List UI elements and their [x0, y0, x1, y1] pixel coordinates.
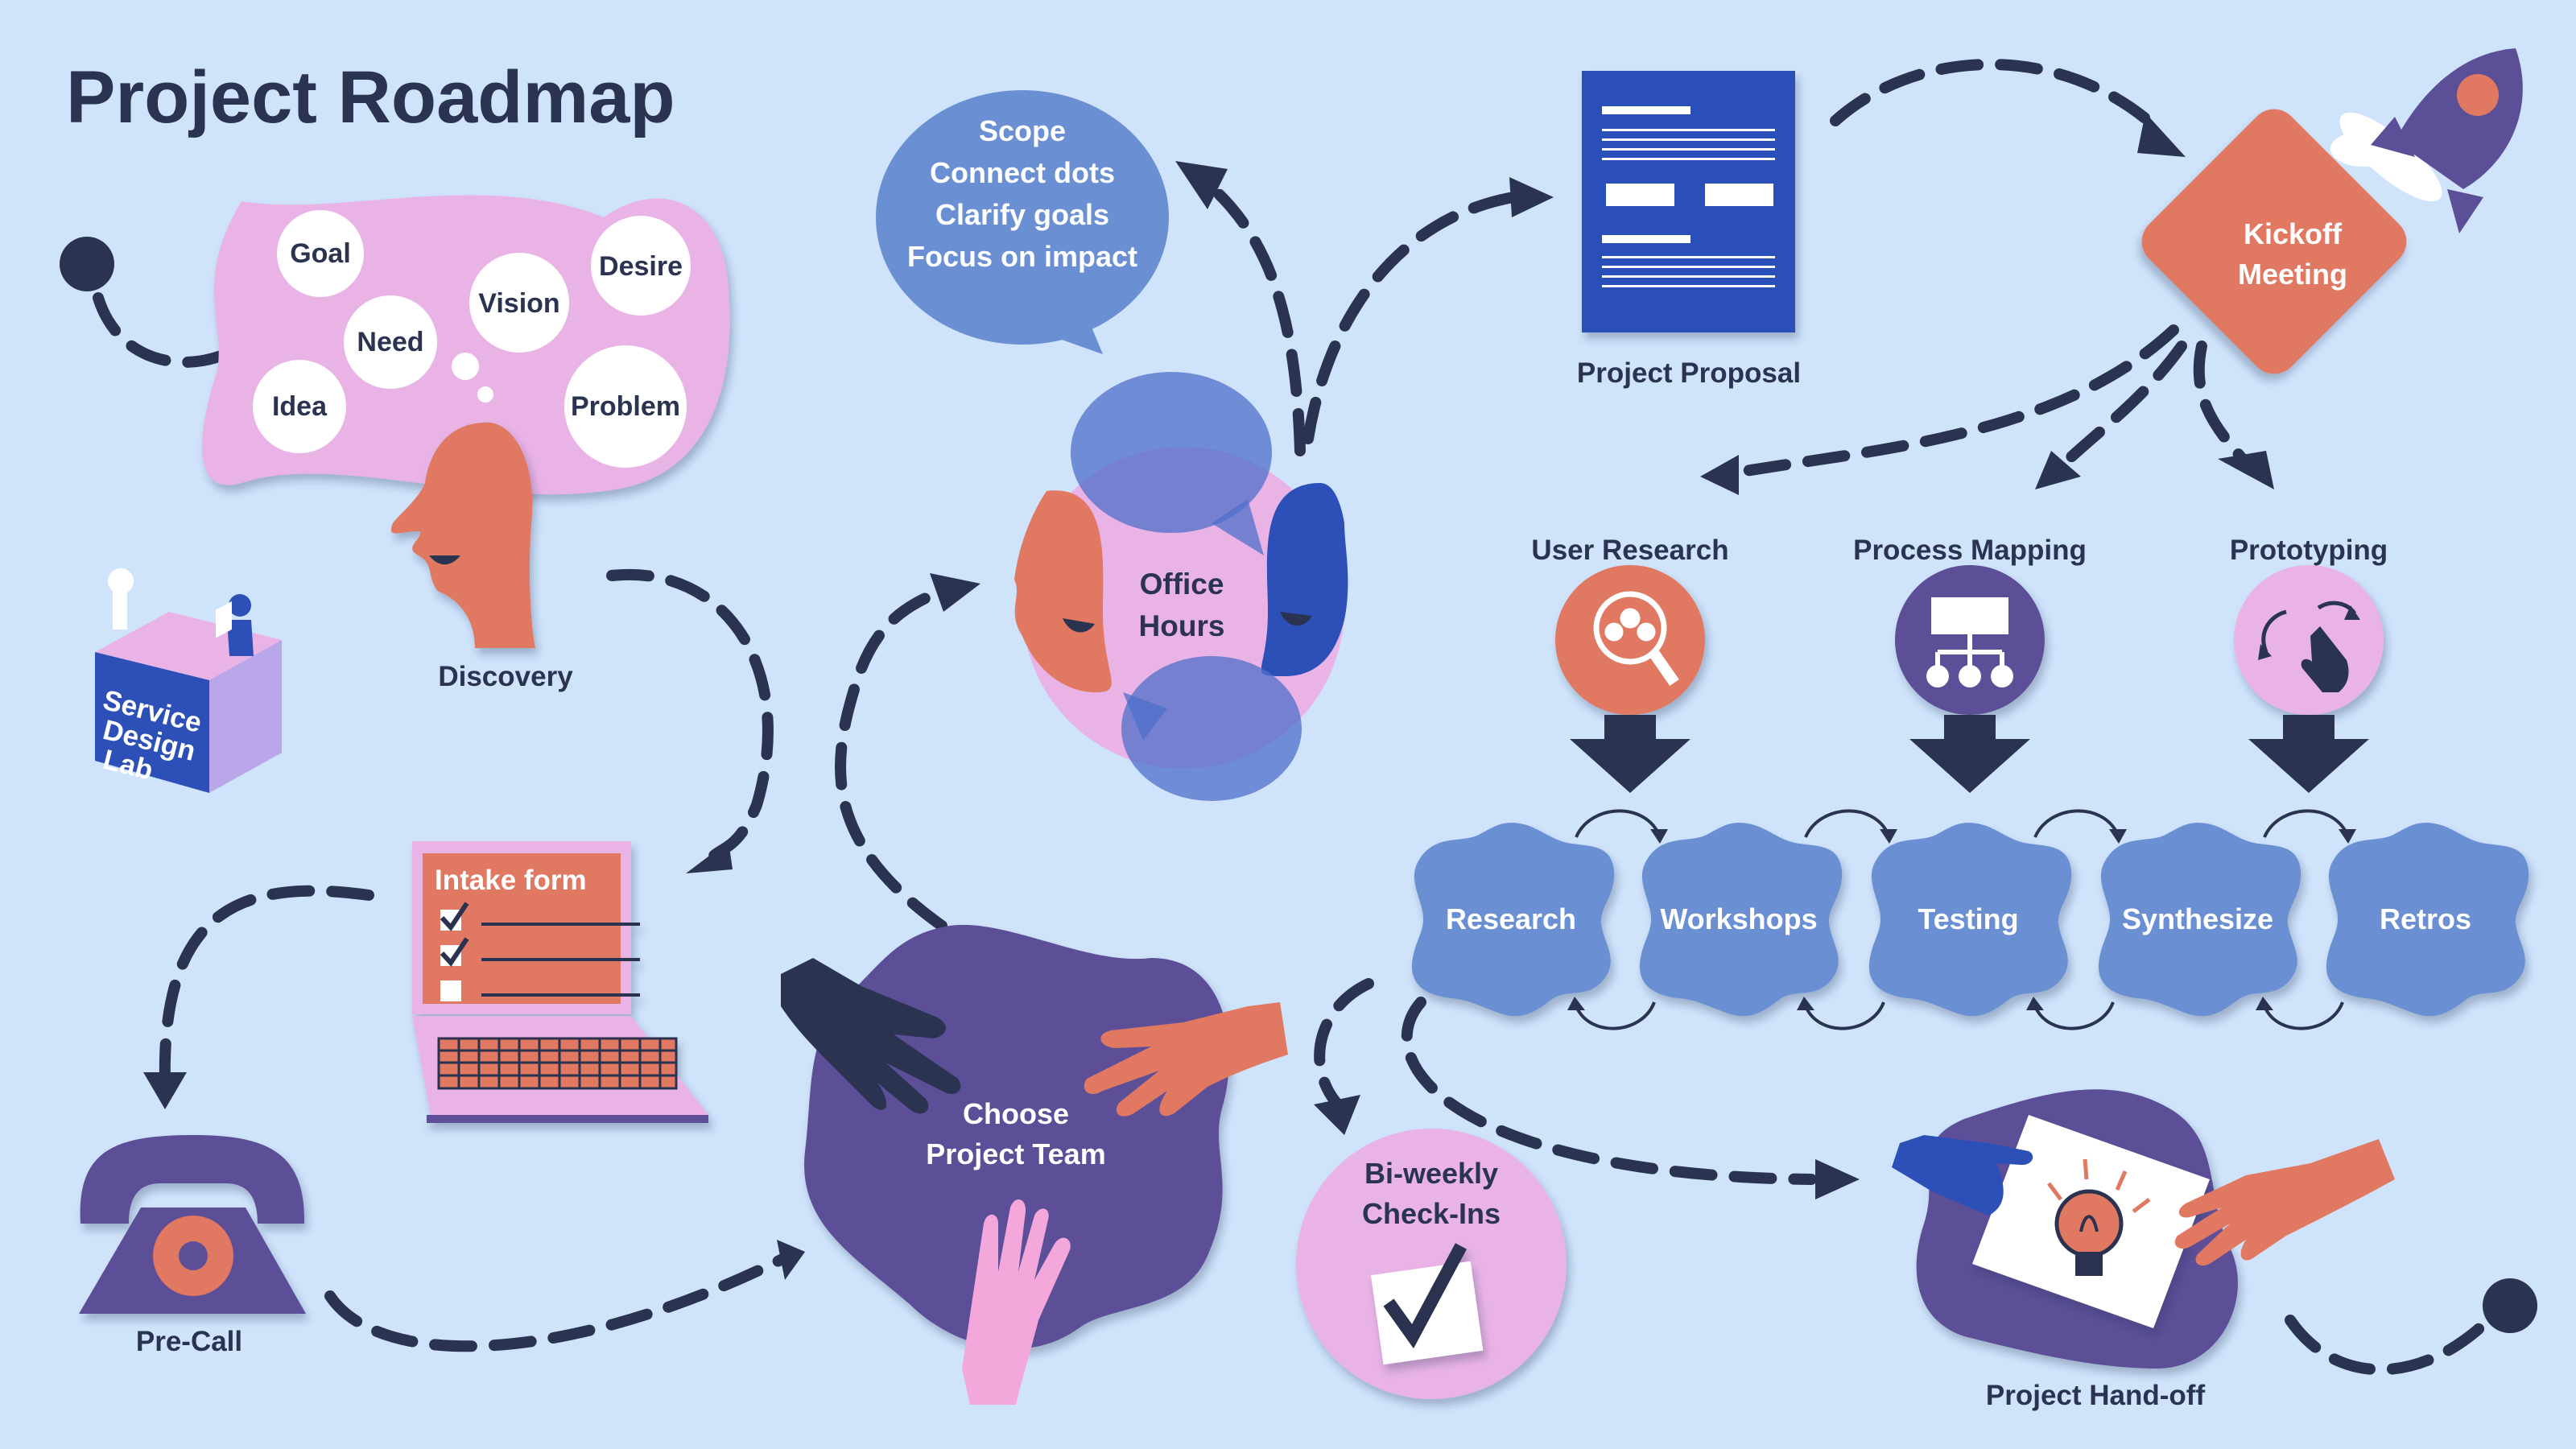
speech-line: Focus on impact	[907, 240, 1137, 273]
bubble-desire	[591, 216, 691, 316]
stage-workshops-label: Workshops	[1660, 902, 1817, 935]
checkins-label-line1: Bi-weekly	[1364, 1157, 1498, 1190]
speech-line: Connect dots	[930, 156, 1115, 189]
office-hours-section: Scope Connect dots Clarify goals Focus o…	[876, 90, 1348, 801]
stage-badge	[2326, 823, 2529, 1017]
telephone-icon	[79, 1135, 306, 1314]
thought-dot-large	[452, 353, 479, 380]
method-label: Process Mapping	[1853, 535, 2087, 566]
method-prototyping: Prototyping	[2230, 535, 2388, 793]
handoff-label: Project Hand-off	[1986, 1380, 2206, 1411]
kickoff-label-line2: Meeting	[2238, 258, 2347, 291]
checkins-circle	[1296, 1129, 1567, 1399]
checkins-label-line2: Check-Ins	[1362, 1197, 1501, 1230]
page-title: Project Roadmap	[66, 56, 675, 138]
project-proposal-section: Project Proposal	[1577, 71, 1801, 389]
stage-badge	[1868, 823, 2072, 1017]
hand-salmon-handoff-icon	[2174, 1139, 2395, 1266]
keyboard-keys	[437, 1037, 678, 1090]
office-hours-label-line2: Hours	[1139, 609, 1225, 642]
kickoff-label-line1: Kickoff	[2244, 217, 2343, 250]
stage-testing-label: Testing	[1918, 902, 2018, 935]
prototyping-circle	[2234, 565, 2384, 715]
bubble-goal	[277, 210, 364, 297]
discovery-label: Discovery	[438, 661, 573, 692]
speech-line: Clarify goals	[935, 198, 1109, 231]
service-design-lab-logo: Service Design Lab	[95, 568, 282, 793]
checkbox-list	[440, 902, 640, 1001]
idea-bubbles: Goal Desire Vision Need Idea Problem	[253, 210, 691, 468]
bubble-idea-label: Idea	[272, 391, 328, 422]
project-proposal-label: Project Proposal	[1577, 357, 1801, 389]
hand-blue-icon	[1892, 1135, 2033, 1216]
start-dot	[60, 237, 114, 291]
stage-badge	[1411, 823, 1615, 1017]
down-arrow	[2248, 715, 2369, 793]
kickoff-diamond	[2141, 109, 2407, 374]
bubble-need	[344, 295, 437, 389]
left-face-icon	[1014, 490, 1112, 692]
pre-call-label: Pre-Call	[136, 1326, 242, 1357]
choose-team-section: Choose Project Team	[781, 924, 1288, 1405]
method-user-research: User Research	[1531, 535, 1729, 793]
right-face-mouth	[1280, 612, 1312, 626]
bubble-idea	[253, 360, 346, 453]
down-arrow	[1570, 715, 1690, 793]
stage-research-label: Research	[1446, 902, 1576, 935]
rocket-window	[2457, 74, 2499, 116]
method-label: Prototyping	[2230, 535, 2388, 566]
flow-paths	[60, 59, 2537, 1376]
conversation-bubble-bottom	[1121, 656, 1302, 801]
thinker-head-icon	[390, 422, 535, 648]
pre-call-section: Pre-Call	[79, 1135, 306, 1357]
stage-badge	[2098, 823, 2301, 1017]
idea-paper-icon	[1972, 1115, 2210, 1328]
hand-pink-icon	[962, 1199, 1071, 1405]
speech-bubble-scope: Scope Connect dots Clarify goals Focus o…	[876, 90, 1169, 354]
bubble-vision-label: Vision	[478, 288, 559, 319]
right-face-icon	[1261, 483, 1348, 676]
bubble-goal-label: Goal	[290, 238, 351, 269]
left-face-mouth	[1063, 618, 1095, 633]
conversation-bubble-top	[1071, 372, 1272, 533]
checkbox-unchecked	[440, 980, 461, 1001]
hand-salmon-icon	[1084, 1002, 1288, 1117]
stage-badges	[1411, 823, 2529, 1017]
bubble-need-label: Need	[357, 327, 423, 357]
intake-form-laptop: Intake form	[412, 841, 708, 1123]
method-label: User Research	[1531, 535, 1728, 566]
stage-loop-arrowheads	[1567, 829, 2356, 1010]
hand-navy-icon	[781, 958, 961, 1114]
handoff-section: Project Hand-off	[1892, 1089, 2395, 1411]
bubble-vision	[469, 253, 569, 353]
kickoff-section: Kickoff Meeting	[2141, 48, 2523, 374]
stage-synthesize-label: Synthesize	[2122, 902, 2273, 935]
down-arrow	[1909, 715, 2030, 793]
stage-badge	[1639, 823, 1843, 1017]
org-chart-icon	[1926, 597, 2013, 687]
end-dot	[2483, 1278, 2537, 1333]
team-label-line1: Choose	[963, 1097, 1069, 1130]
thought-dot-small	[477, 386, 493, 402]
bubble-desire-label: Desire	[599, 251, 683, 282]
magnifier-people-icon	[1593, 591, 1679, 686]
user-research-circle	[1555, 565, 1705, 715]
checkins-section: Bi-weekly Check-Ins	[1296, 1129, 1567, 1399]
proposal-document-icon	[1582, 71, 1795, 332]
checkmark-box-icon	[1370, 1243, 1484, 1365]
discovery-section: Goal Desire Vision Need Idea Problem Dis…	[202, 195, 730, 692]
method-process-mapping: Process Mapping	[1853, 535, 2087, 793]
thinker-mouth	[429, 555, 460, 565]
bubble-problem-label: Problem	[571, 391, 680, 422]
office-hours-label-line1: Office	[1140, 568, 1224, 601]
bubble-problem	[564, 345, 687, 468]
stage-retros-label: Retros	[2380, 902, 2471, 935]
intake-form-label: Intake form	[435, 865, 587, 896]
speech-line: Scope	[979, 114, 1066, 147]
tap-gesture-icon	[2258, 601, 2360, 692]
rocket-icon	[2330, 48, 2523, 233]
stage-loop-arrows	[1575, 809, 2348, 1030]
team-label-line2: Project Team	[926, 1137, 1105, 1170]
